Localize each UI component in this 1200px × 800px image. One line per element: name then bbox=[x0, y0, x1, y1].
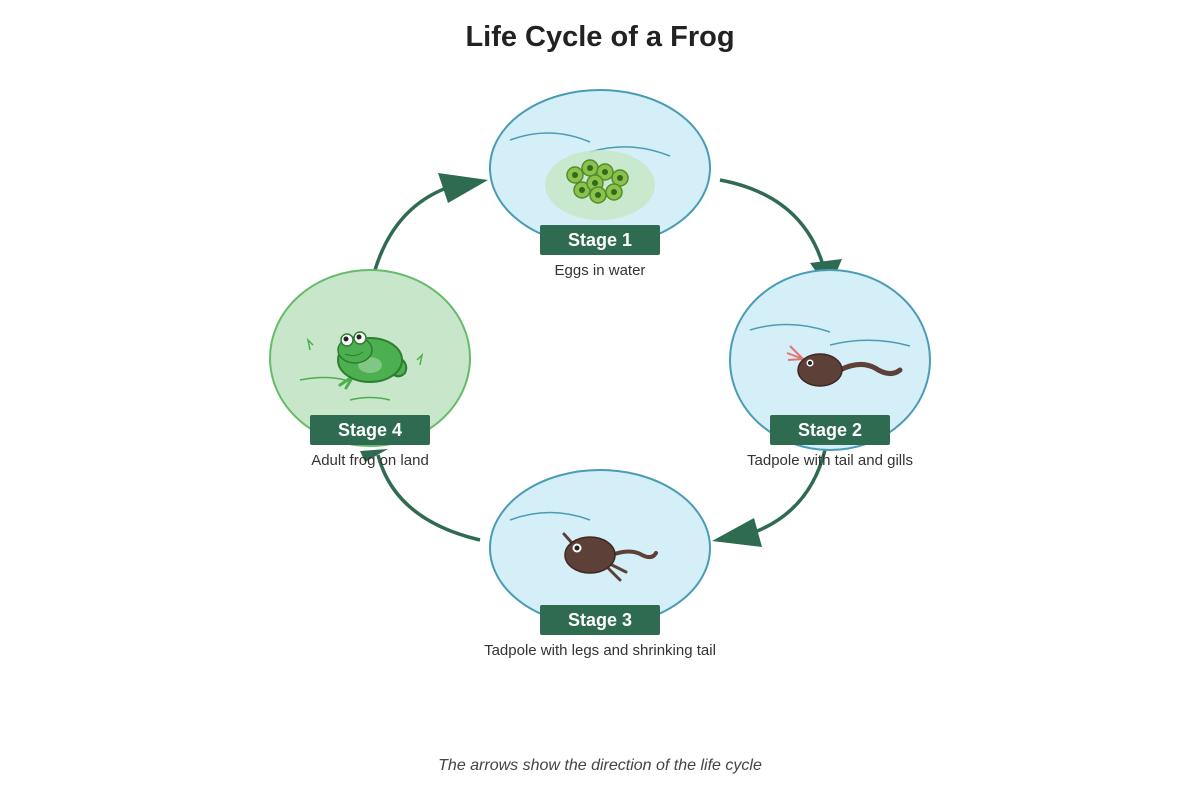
arrow-stage1-to-stage2 bbox=[719, 178, 824, 263]
stage-4: Stage 4 Adult frog on land bbox=[269, 269, 471, 469]
stage-4-badge bbox=[310, 415, 430, 445]
arrow-stage3-to-stage4 bbox=[376, 454, 481, 542]
stage-3-description: Tadpole with legs and shrinking tail bbox=[484, 642, 716, 659]
stage-2-description: Tadpole with tail and gills bbox=[747, 452, 913, 469]
adult-frog-icon bbox=[337, 331, 408, 390]
frog-eggs-icon bbox=[566, 159, 629, 204]
arrow-stage4-to-stage1 bbox=[373, 184, 453, 271]
stage-2-badge bbox=[770, 415, 890, 445]
stage-3: Stage 3 Tadpole with legs and shrinking … bbox=[484, 469, 716, 659]
stage-1-label: Stage 1 bbox=[568, 230, 632, 250]
diagram-title: Life Cycle of a Frog bbox=[465, 21, 734, 53]
water-wave-icon bbox=[749, 323, 831, 333]
arrow-stage2-to-stage3 bbox=[754, 449, 827, 534]
water-wave-icon bbox=[509, 132, 591, 143]
stage-2-label: Stage 2 bbox=[798, 420, 862, 440]
arrowhead-stage2-to-stage3 bbox=[712, 518, 762, 547]
stage-1-badge bbox=[540, 225, 660, 255]
stage-2: Stage 2 Tadpole with tail and gills bbox=[729, 269, 931, 469]
footnote: The arrows show the direction of the lif… bbox=[438, 757, 762, 774]
grass-sprout-icon bbox=[306, 337, 314, 351]
water-wave-icon bbox=[509, 511, 591, 521]
stage-3-badge bbox=[540, 605, 660, 635]
stage-1: Stage 1 Eggs in water bbox=[489, 89, 711, 279]
stage-1-description: Eggs in water bbox=[555, 262, 646, 279]
arrowhead-stage3-to-stage4 bbox=[360, 449, 388, 462]
water-wave-icon bbox=[829, 339, 911, 347]
grass-sprout-icon bbox=[416, 352, 424, 366]
grass-line-icon bbox=[349, 396, 391, 401]
arrowhead-stage4-to-stage1 bbox=[438, 173, 488, 203]
water-wave-icon bbox=[589, 146, 671, 157]
tadpole-with-gills-icon bbox=[786, 345, 903, 387]
stage-4-label: Stage 4 bbox=[338, 420, 402, 440]
grass-line-icon bbox=[299, 376, 346, 381]
tadpole-with-legs-icon bbox=[562, 532, 658, 582]
stage-3-label: Stage 3 bbox=[568, 610, 632, 630]
stage-4-description: Adult frog on land bbox=[311, 452, 429, 469]
